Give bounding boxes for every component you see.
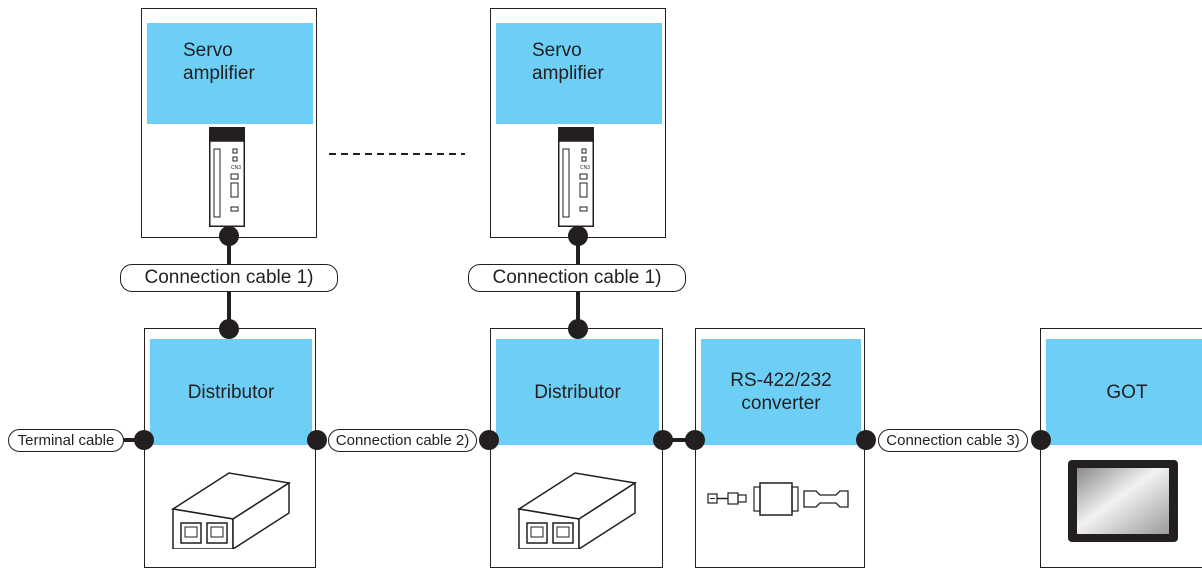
converter-box: RS-422/232 converter: [695, 328, 865, 568]
distributor-1-box: Distributor: [144, 328, 316, 568]
port-label: CN3: [580, 165, 590, 171]
connector-dot: [568, 319, 588, 339]
distributor-2-label: Distributor: [496, 339, 659, 445]
connector-dot: [856, 430, 876, 450]
connection-cable-1-label: Connection cable 1): [468, 264, 686, 292]
servo-amplifier-1-label: Servo amplifier: [147, 23, 313, 124]
distributor-2-box: Distributor: [490, 328, 663, 568]
connector-dot: [1031, 430, 1051, 450]
servo-amplifier-2-box: Servo amplifier CN3: [490, 8, 666, 238]
got-box: GOT: [1040, 328, 1202, 568]
connector-dot: [219, 226, 239, 246]
servo-amplifier-icon: CN3: [209, 127, 245, 227]
connection-cable-2-label: Connection cable 2): [328, 429, 477, 452]
got-label: GOT: [1046, 339, 1202, 445]
got-icon: [1068, 460, 1178, 542]
connector-dot: [653, 430, 673, 450]
connection-cable-1-label: Connection cable 1): [120, 264, 338, 292]
distributor-1-label: Distributor: [150, 339, 312, 445]
connector-dot: [568, 226, 588, 246]
connection-cable-3-label: Connection cable 3): [878, 429, 1028, 452]
terminal-cable-label: Terminal cable: [8, 429, 124, 452]
connector-dot: [134, 430, 154, 450]
connector-dot: [685, 430, 705, 450]
servo-amplifier-1-box: Servo amplifier CN3: [141, 8, 317, 238]
converter-label: RS-422/232 converter: [701, 339, 861, 445]
distributor-icon: [170, 472, 292, 549]
distributor-icon: [516, 472, 638, 549]
servo-amplifier-icon: CN3: [558, 127, 594, 227]
connector-dot: [479, 430, 499, 450]
port-label: CN3: [231, 165, 241, 171]
connection-dots: [134, 226, 1051, 450]
connector-dot: [307, 430, 327, 450]
connector-dot: [219, 319, 239, 339]
servo-amplifier-2-label: Servo amplifier: [496, 23, 662, 124]
converter-icon: [707, 482, 849, 516]
